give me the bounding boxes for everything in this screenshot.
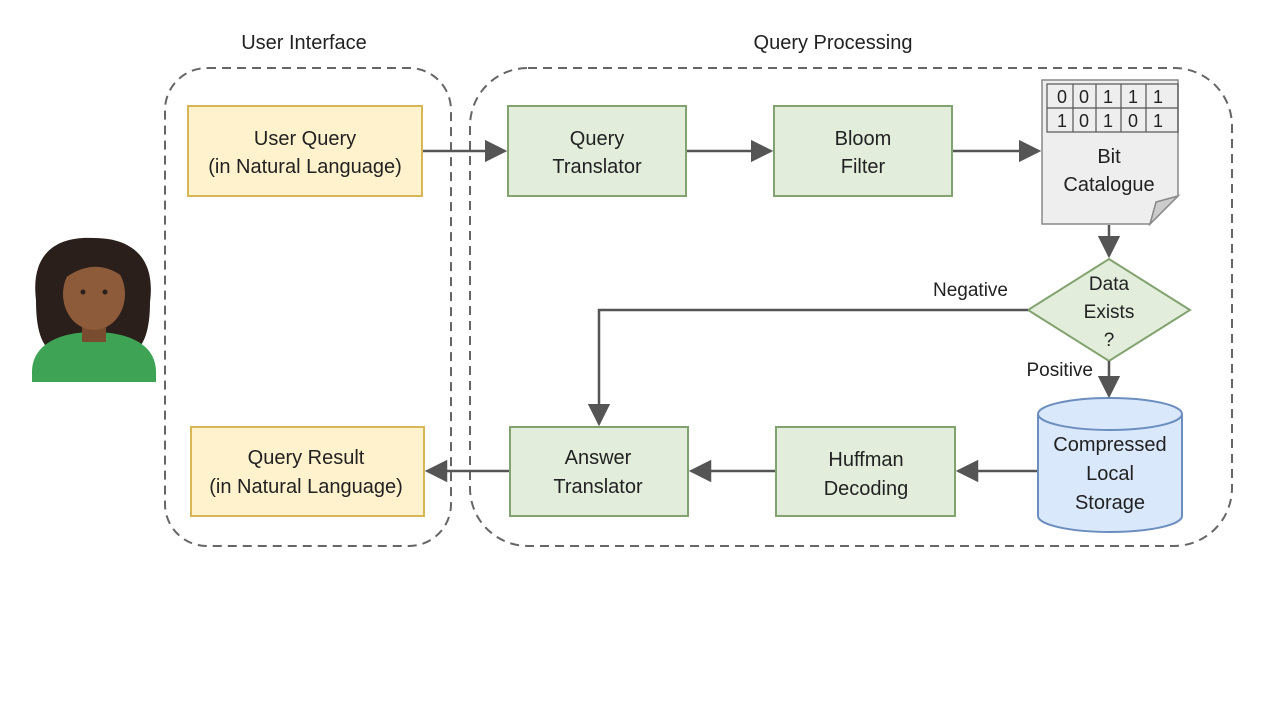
answer-translator-node: Answer Translator xyxy=(509,426,689,517)
svg-text:Decoding: Decoding xyxy=(824,478,909,500)
svg-text:Huffman: Huffman xyxy=(828,449,903,471)
bit-cell: 0 xyxy=(1057,87,1067,107)
svg-text:(in Natural Language): (in Natural Language) xyxy=(209,476,402,498)
bit-cell: 0 xyxy=(1079,111,1089,131)
bit-cell: 1 xyxy=(1057,111,1067,131)
svg-text:Translator: Translator xyxy=(553,476,643,498)
negative-edge-label: Negative xyxy=(933,280,1008,301)
bloom-filter-node: Bloom Filter xyxy=(773,105,953,197)
compressed-storage-node: Compressed Local Storage xyxy=(1037,397,1183,533)
svg-text:Bit: Bit xyxy=(1097,146,1121,168)
bit-catalogue-node: 0 0 1 1 1 1 0 1 0 1 Bit Catalogue xyxy=(1041,79,1181,227)
user-interface-group xyxy=(164,67,452,547)
user-query-node: User Query (in Natural Language) xyxy=(187,105,423,197)
svg-text:Answer: Answer xyxy=(565,447,632,469)
svg-text:User Query: User Query xyxy=(254,128,356,150)
svg-text:Filter: Filter xyxy=(841,156,886,178)
bit-grid: 0 0 1 1 1 1 0 1 0 1 xyxy=(1046,83,1179,133)
arrow-negative-to-answer xyxy=(587,308,1028,427)
svg-text:Bloom: Bloom xyxy=(835,128,892,150)
positive-edge-label: Positive xyxy=(1026,360,1093,381)
svg-text:Data: Data xyxy=(1089,274,1130,295)
svg-text:Local: Local xyxy=(1086,463,1134,485)
bit-cell: 1 xyxy=(1128,87,1138,107)
bit-cell: 1 xyxy=(1153,87,1163,107)
huffman-decoding-node: Huffman Decoding xyxy=(775,426,956,517)
svg-text:Query: Query xyxy=(570,128,624,150)
query-translator-node: Query Translator xyxy=(507,105,687,197)
bit-cell: 0 xyxy=(1128,111,1138,131)
person-avatar-icon xyxy=(32,237,156,382)
query-processing-group xyxy=(469,67,1233,547)
svg-text:?: ? xyxy=(1104,330,1115,351)
svg-text:Exists: Exists xyxy=(1084,302,1135,323)
bit-cell: 1 xyxy=(1153,111,1163,131)
user-interface-title: User Interface xyxy=(241,32,367,54)
bit-cell: 1 xyxy=(1103,111,1113,131)
svg-text:Query Result: Query Result xyxy=(248,447,365,469)
bit-cell: 0 xyxy=(1079,87,1089,107)
data-exists-decision: Data Exists ? xyxy=(1026,257,1192,363)
svg-text:Translator: Translator xyxy=(552,156,642,178)
svg-text:Compressed: Compressed xyxy=(1053,434,1166,456)
svg-text:(in Natural Language): (in Natural Language) xyxy=(208,156,401,178)
query-result-node: Query Result (in Natural Language) xyxy=(190,426,425,517)
svg-text:Catalogue: Catalogue xyxy=(1063,174,1154,196)
query-processing-title: Query Processing xyxy=(754,32,913,54)
svg-text:Storage: Storage xyxy=(1075,492,1145,514)
bit-cell: 1 xyxy=(1103,87,1113,107)
